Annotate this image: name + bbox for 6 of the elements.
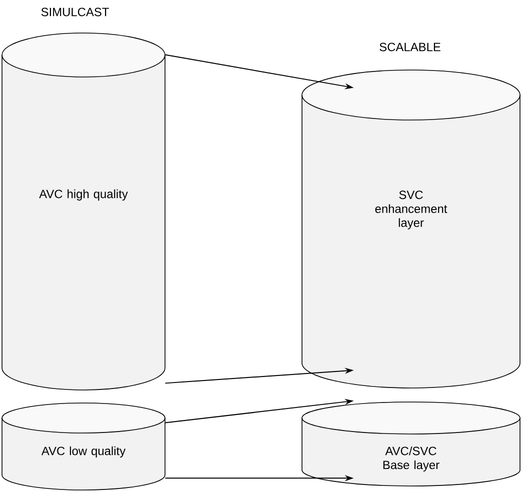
cylinder: AVC high quality: [2, 32, 166, 390]
column-heading: SCALABLE: [380, 42, 440, 52]
cylinder: AVC low quality: [2, 402, 166, 490]
cylinder: AVC/SVC Base layer: [302, 402, 520, 486]
cylinder: SVC enhancement layer: [302, 70, 520, 388]
column-heading: SIMULCAST: [41, 8, 109, 16]
